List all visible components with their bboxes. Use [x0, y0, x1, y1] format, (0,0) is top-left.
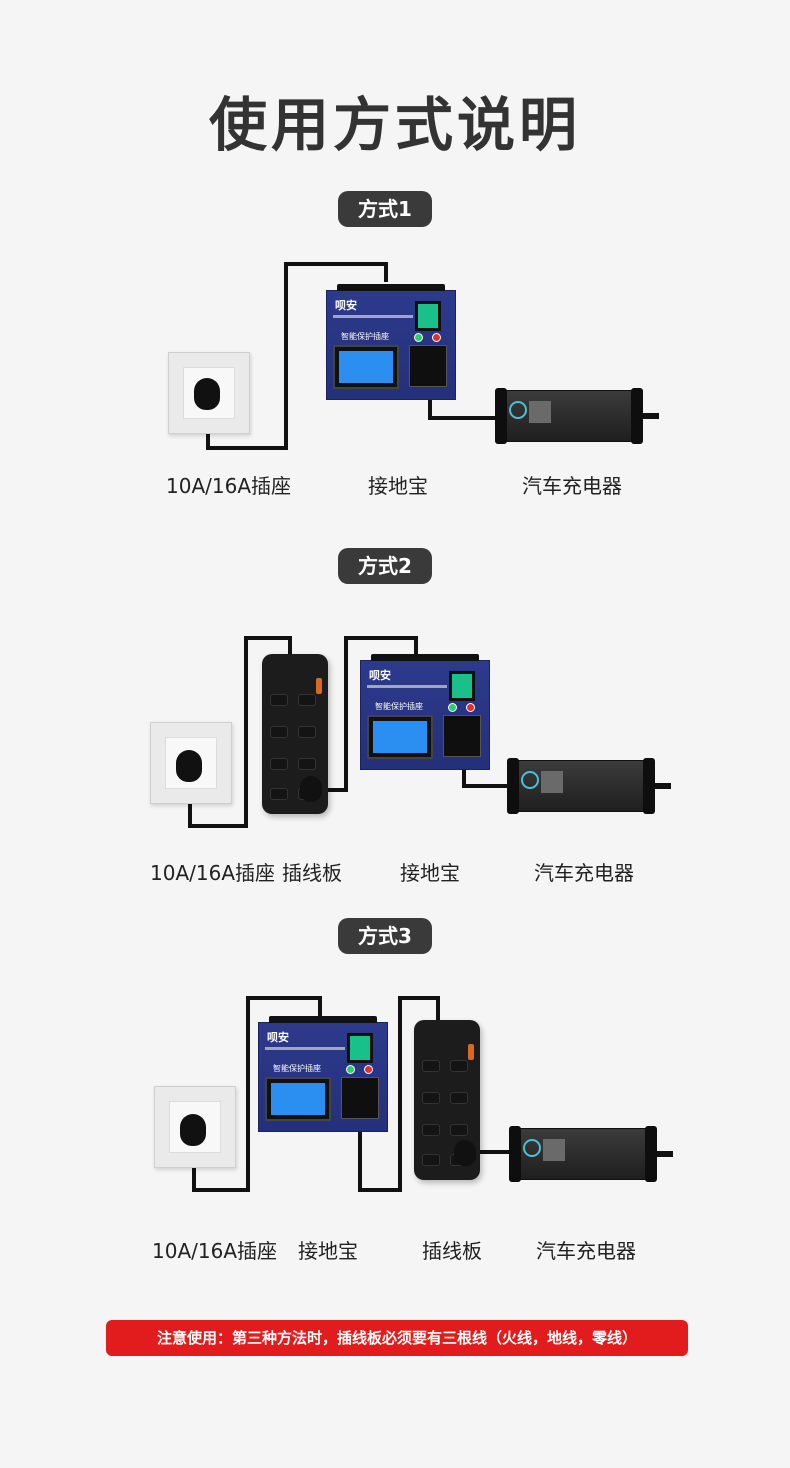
plug-icon	[300, 776, 322, 802]
method-3-label-protector: 接地宝	[298, 1239, 358, 1263]
protector-brand: 呗安	[369, 669, 391, 682]
method-3-label-charger: 汽车充电器	[536, 1239, 636, 1263]
method-1-label-outlet: 10A/16A插座	[166, 474, 291, 498]
method-2-label-strip: 插线板	[282, 861, 342, 885]
protector-subtitle: 智能保护插座	[341, 332, 389, 341]
protector-device-icon: 呗安 智能保护插座	[360, 654, 490, 770]
protector-brand: 呗安	[267, 1031, 289, 1044]
method-1-badge: 方式1	[338, 191, 432, 227]
warning-note: 注意使用：第三种方法时，插线板必须要有三根线（火线，地线，零线）	[106, 1320, 688, 1356]
protector-subtitle: 智能保护插座	[375, 702, 423, 711]
protector-device-icon: 呗安 智能保护插座	[326, 284, 456, 400]
method-3-badge: 方式3	[338, 918, 432, 954]
page-title: 使用方式说明	[208, 91, 581, 159]
method-3-label-outlet: 10A/16A插座	[152, 1239, 277, 1263]
method-3-label-strip: 插线板	[422, 1239, 482, 1263]
ev-charger-icon	[495, 388, 659, 444]
method-2-label-protector: 接地宝	[400, 861, 460, 885]
ev-charger-icon	[507, 758, 671, 814]
protector-device-icon: 呗安 智能保护插座	[258, 1016, 388, 1132]
method-1-label-charger: 汽车充电器	[522, 474, 622, 498]
method-2-badge: 方式2	[338, 548, 432, 584]
plug-icon	[194, 378, 220, 410]
method-1-label-protector: 接地宝	[368, 474, 428, 498]
plug-icon	[176, 750, 202, 782]
plug-icon	[454, 1140, 476, 1166]
plug-icon	[180, 1114, 206, 1146]
protector-subtitle: 智能保护插座	[273, 1064, 321, 1073]
protector-brand: 呗安	[335, 299, 357, 312]
ev-charger-icon	[509, 1126, 673, 1182]
method-2-label-charger: 汽车充电器	[534, 861, 634, 885]
method-2-label-outlet: 10A/16A插座	[150, 861, 275, 885]
